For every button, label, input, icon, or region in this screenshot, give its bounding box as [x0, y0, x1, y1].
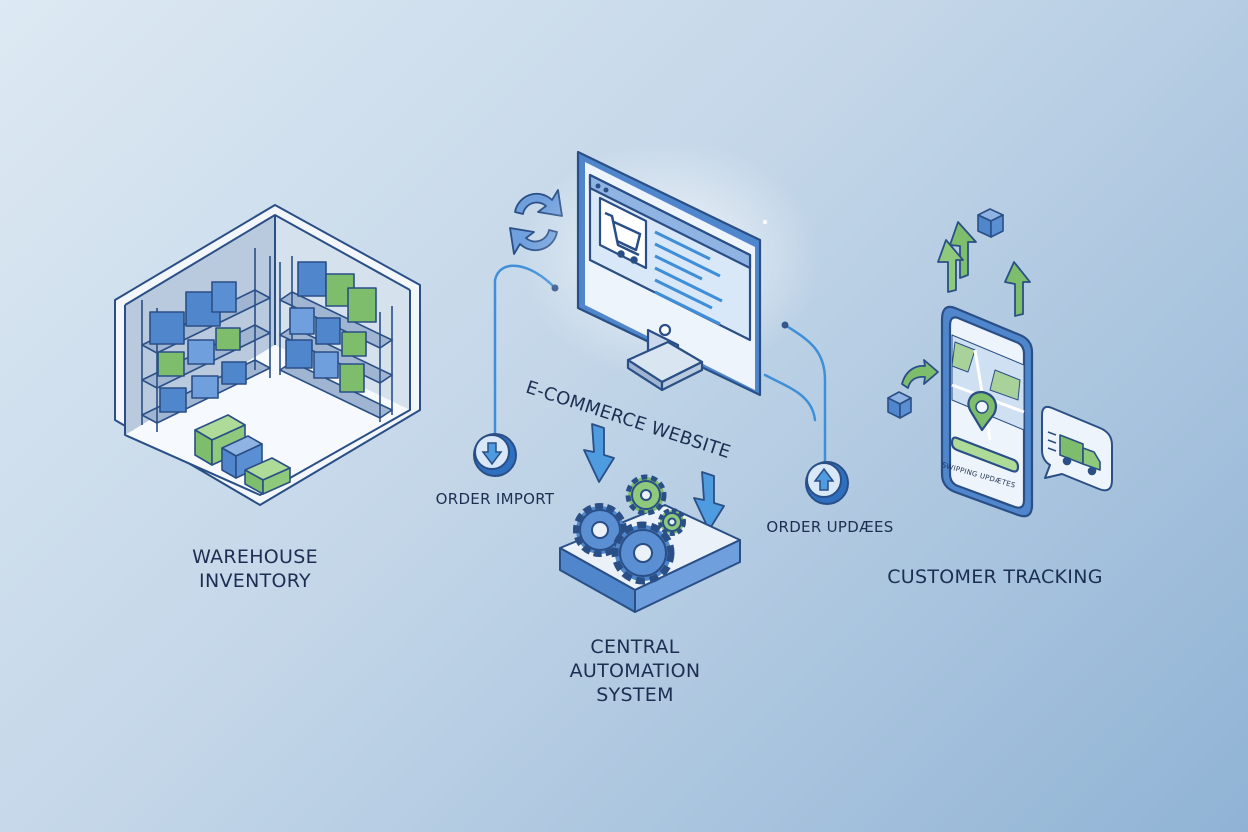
- green-up-arrows: [901, 221, 1031, 389]
- central-label-line1: CENTRAL: [590, 636, 680, 658]
- right-shelf: [279, 256, 393, 422]
- shipping-lines: [957, 485, 1011, 507]
- central-automation-label: CENTRAL AUTOMATION SYSTEM: [535, 635, 735, 707]
- order-import-label: ORDER IMPORT: [435, 490, 555, 508]
- central-label-line3: SYSTEM: [596, 684, 674, 706]
- customer-tracking-label: CUSTOMER TRACKING: [887, 566, 1103, 588]
- automation-platform: [559, 474, 741, 613]
- warehouse-room-icon: [114, 204, 421, 506]
- warehouse-label-line1: WAREHOUSE: [192, 546, 318, 568]
- text-lines: [654, 230, 723, 326]
- floor-boxes: [194, 414, 291, 495]
- gears-icon: [573, 474, 686, 585]
- warehouse-inventory-label: WAREHOUSE INVENTORY: [150, 545, 360, 593]
- delivery-truck-icon: [1047, 431, 1101, 476]
- down-arrow-icon: [583, 423, 725, 531]
- chat-bubble: [1041, 405, 1113, 492]
- sparkle-icon: [762, 219, 768, 225]
- monitor-icon: [520, 140, 820, 397]
- arrow-down-circle-icon: [473, 433, 517, 477]
- central-label-line2: AUTOMATION: [569, 660, 701, 682]
- order-updates-label: ORDER UPDÆES: [766, 518, 894, 536]
- warehouse-label-line2: INVENTORY: [199, 570, 311, 592]
- arrow-up-circle-icon: [805, 461, 849, 505]
- map-pin-icon: [967, 390, 998, 432]
- shopping-cart-icon: [604, 211, 642, 264]
- small-boxes: [887, 208, 1004, 419]
- smartphone-icon: [940, 305, 1034, 518]
- left-shelf: [141, 248, 271, 432]
